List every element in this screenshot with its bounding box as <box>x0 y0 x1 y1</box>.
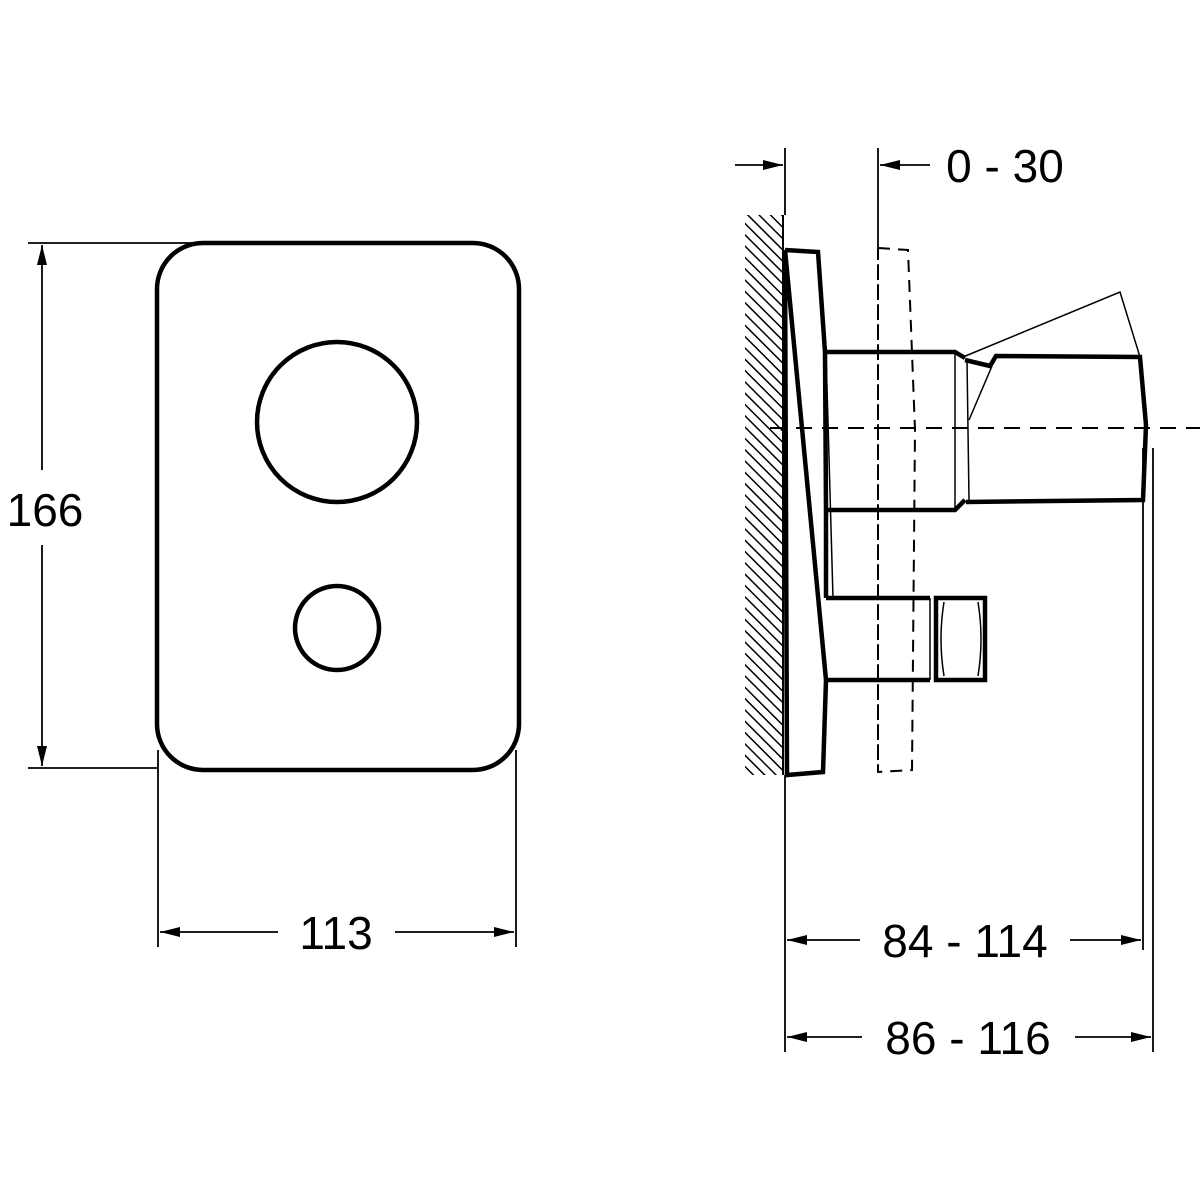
side-view: 0 - 30 84 - 114 86 - 116 <box>735 140 1200 1064</box>
outlet-spout <box>826 595 988 683</box>
diverter-knob <box>292 583 382 673</box>
offset-label: 0 - 30 <box>946 140 1064 192</box>
alternative-plate-position <box>877 246 917 774</box>
wall-hatching <box>745 215 783 775</box>
width-label: 113 <box>299 907 372 959</box>
depth-label-1: 84 - 114 <box>882 915 1047 967</box>
width-dimension <box>157 750 517 947</box>
thermostat-knob <box>254 339 420 505</box>
height-dimension <box>28 242 192 769</box>
plate-profile <box>782 247 829 778</box>
front-view: 166 113 <box>7 240 522 959</box>
depth-label-2: 86 - 116 <box>885 1012 1050 1064</box>
valve-body <box>825 349 967 513</box>
height-label: 166 <box>7 484 84 536</box>
cover-plate <box>154 240 522 773</box>
